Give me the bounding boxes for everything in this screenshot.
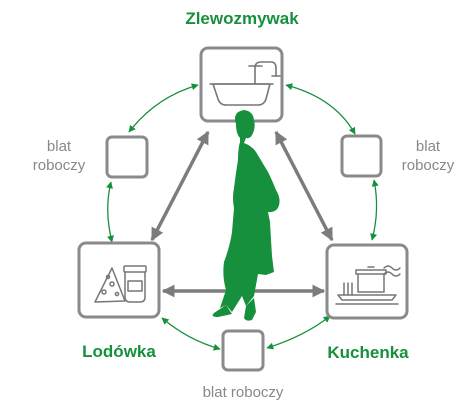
sink-label: Zlewozmywak bbox=[185, 9, 299, 28]
arc-counter-right-stove bbox=[370, 179, 379, 241]
counter-right-label-line2: roboczy bbox=[402, 157, 455, 174]
stove-node bbox=[325, 243, 409, 320]
arc-counter-left-sink bbox=[128, 83, 199, 133]
fridge-box bbox=[77, 241, 161, 319]
counter-right-box bbox=[340, 134, 383, 178]
stove-label: Kuchenka bbox=[327, 343, 409, 362]
arc-counter-bottom-fridge bbox=[161, 317, 221, 351]
arc-sink-counter-right bbox=[285, 83, 356, 135]
pot-on-stove-icon bbox=[335, 265, 401, 305]
fridge-node bbox=[77, 241, 161, 319]
arrow-sink-stove bbox=[274, 130, 334, 242]
stove-box bbox=[325, 243, 409, 320]
counter-left-box bbox=[105, 135, 149, 179]
arc-fridge-counter-left bbox=[106, 181, 114, 243]
arrow-sink-fridge bbox=[150, 130, 210, 242]
circulation-ring bbox=[106, 83, 379, 351]
counter-left-label-line1: blat bbox=[47, 138, 72, 155]
counter-left-label-line2: roboczy bbox=[33, 157, 86, 174]
counter-bottom-label: blat roboczy bbox=[203, 384, 284, 401]
sink-icon bbox=[209, 61, 281, 106]
fridge-label: Lodówka bbox=[82, 342, 156, 361]
food-icon bbox=[94, 265, 147, 303]
arc-stove-counter-bottom bbox=[266, 315, 331, 350]
woman-silhouette bbox=[212, 110, 280, 321]
counter-right-label-line1: blat bbox=[416, 138, 441, 155]
counter-bottom-box bbox=[221, 329, 265, 372]
sink-node bbox=[199, 46, 284, 123]
